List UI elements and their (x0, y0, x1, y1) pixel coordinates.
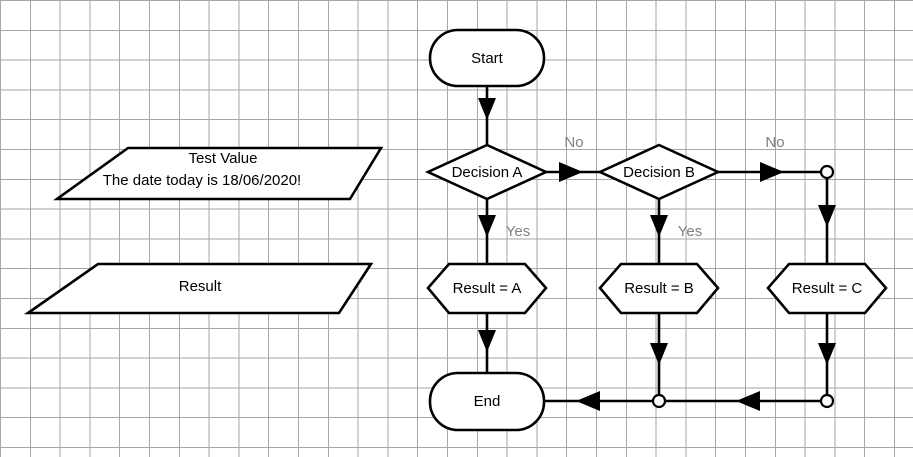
junction-bottom-middle-dot[interactable] (651, 393, 667, 409)
decision-a-node[interactable]: Decision A (424, 143, 550, 201)
result-b-node[interactable]: Result = B (598, 262, 720, 315)
test-value-node[interactable]: Test Value The date today is 18/06/2020! (52, 146, 384, 201)
test-value-parallelogram (52, 146, 384, 201)
arrow-head-down (478, 330, 496, 352)
arrow-head-down (478, 215, 496, 237)
test-value-line-1: Test Value (189, 150, 258, 167)
result-io-parallelogram (23, 262, 374, 315)
junction-bottom-right-dot[interactable] (819, 393, 835, 409)
arrow-head-left (736, 391, 760, 411)
end-node[interactable]: End (428, 371, 546, 432)
edge-start-to-decision-a (478, 86, 496, 145)
edge-decision-b-to-result-b: Yes (650, 199, 702, 264)
decision-b-node[interactable]: Decision B (596, 143, 722, 201)
edge-result-a-to-end (478, 313, 496, 373)
edge-decision-a-to-result-a: Yes (478, 199, 530, 264)
start-label: Start (471, 50, 504, 67)
result-c-hexagon (766, 262, 888, 315)
end-rounded-rect (428, 371, 546, 432)
arrow-head-right (760, 162, 784, 182)
result-b-hexagon (598, 262, 720, 315)
start-node[interactable]: Start (428, 28, 546, 88)
arrow-head-right (559, 162, 583, 182)
edge-label-yes-b: Yes (678, 223, 702, 240)
decision-b-label: Decision B (623, 164, 695, 181)
result-c-label: Result = C (792, 280, 863, 297)
result-c-node[interactable]: Result = C (766, 262, 888, 315)
junction-top-right-dot[interactable] (819, 164, 835, 180)
arrow-head-down (818, 205, 836, 227)
result-a-label: Result = A (453, 280, 522, 297)
edge-decision-a-to-decision-b: No (546, 134, 600, 182)
edge-label-no-b: No (765, 134, 784, 151)
edge-result-c-to-junction (818, 313, 836, 401)
arrow-head-left (576, 391, 600, 411)
result-a-hexagon (426, 262, 548, 315)
test-value-line-2: The date today is 18/06/2020! (103, 172, 301, 189)
edge-decision-b-to-junction: No (718, 134, 827, 182)
decision-a-label: Decision A (452, 164, 523, 181)
edge-junction-to-result-c (818, 178, 836, 264)
edge-label-yes-a: Yes (506, 223, 530, 240)
arrow-head-down (818, 343, 836, 365)
end-label: End (474, 393, 501, 410)
arrow-head-down (650, 215, 668, 237)
edge-bottom-return (545, 391, 827, 411)
result-io-label: Result (179, 278, 222, 295)
edge-result-b-to-junction (650, 313, 668, 401)
edge-label-no-a: No (564, 134, 583, 151)
arrow-head-down (478, 98, 496, 120)
result-a-node[interactable]: Result = A (426, 262, 548, 315)
result-b-label: Result = B (624, 280, 694, 297)
arrow-head-down (650, 343, 668, 365)
result-io-node[interactable]: Result (23, 262, 374, 315)
